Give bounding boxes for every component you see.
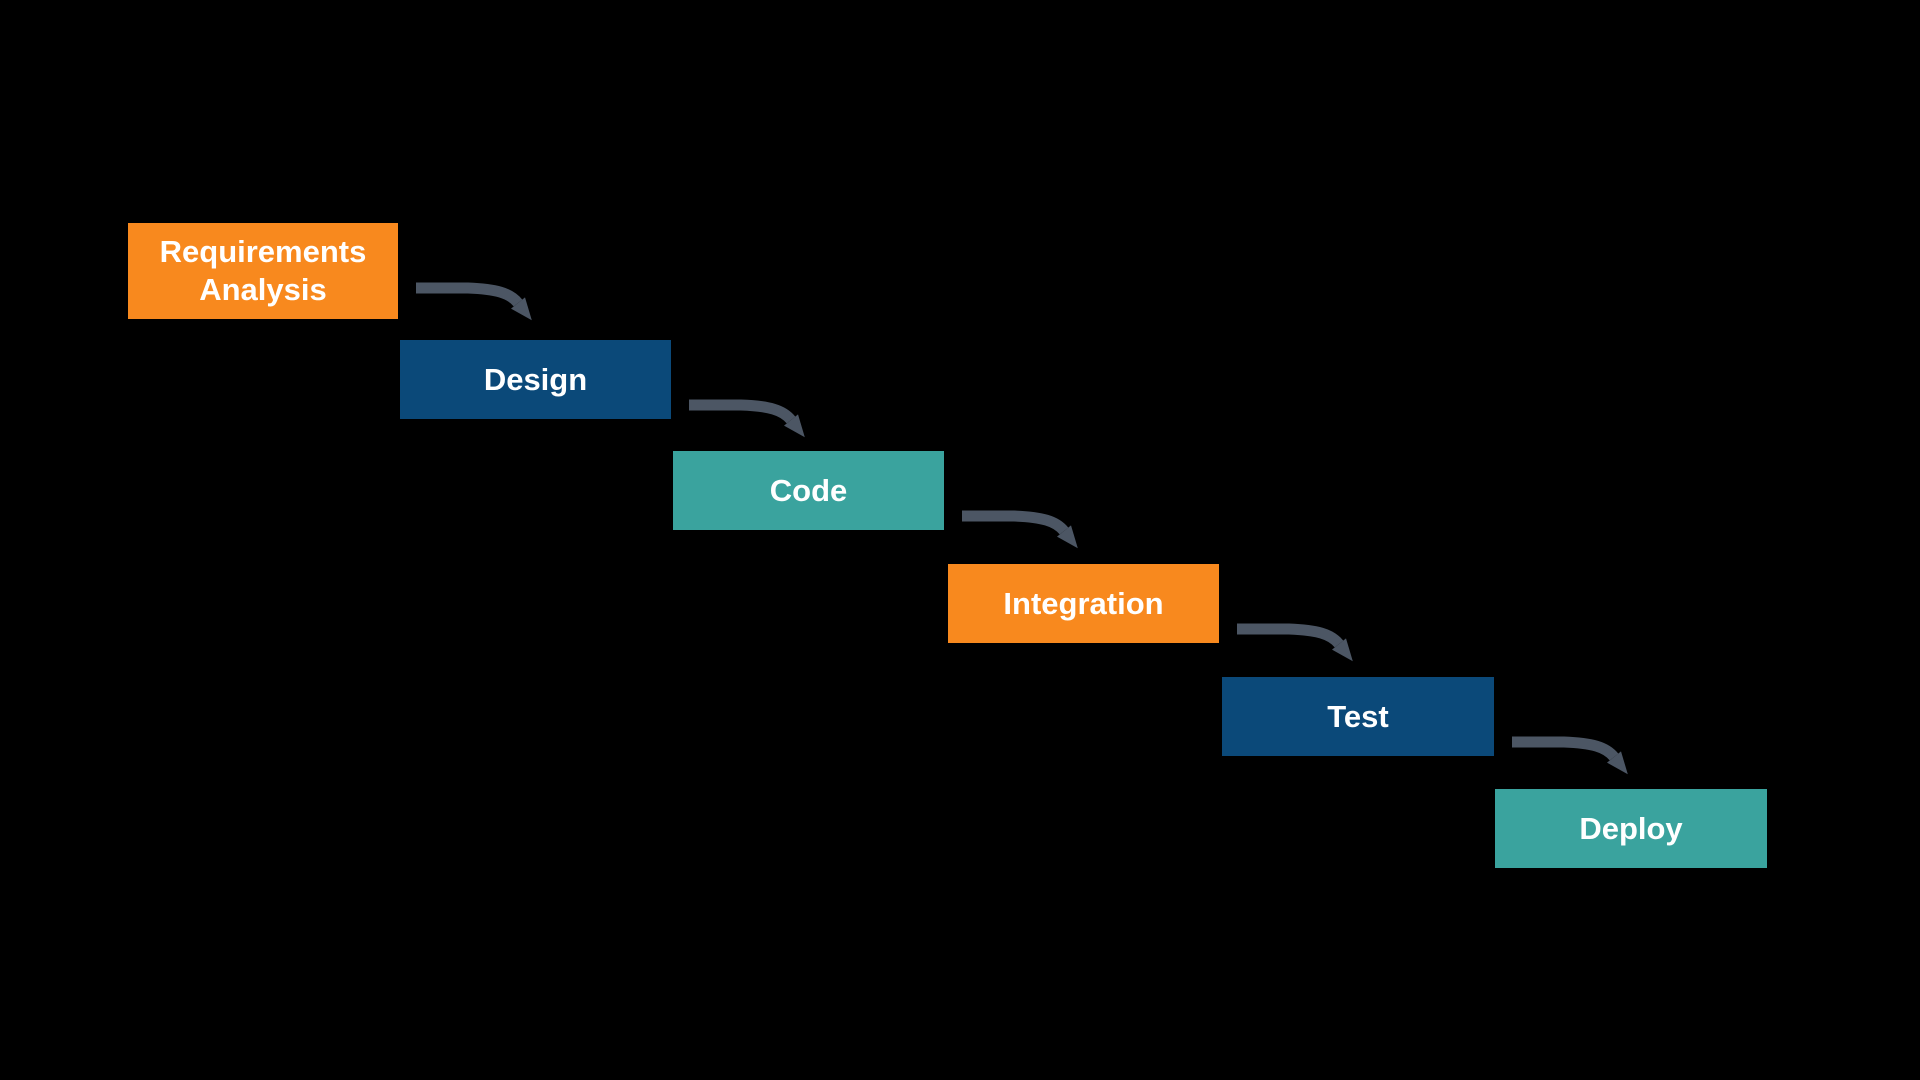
step-label: Integration [1003, 585, 1164, 621]
step-label: Requirements Analysis [159, 234, 367, 307]
step-label: Code [769, 472, 848, 508]
curved-arrow-icon-test-to-deploy [1512, 736, 1634, 780]
step-test: Test [1222, 677, 1494, 756]
curved-arrow-icon-integration-to-test [1237, 623, 1359, 667]
curved-arrow-icon-requirements-to-design [416, 282, 538, 326]
step-deploy: Deploy [1495, 789, 1767, 868]
step-integration: Integration [948, 564, 1219, 643]
step-label: Deploy [1579, 810, 1683, 846]
step-label: Design [483, 361, 588, 397]
step-label: Test [1327, 698, 1389, 734]
step-design: Design [400, 340, 671, 419]
curved-arrow-icon-design-to-code [689, 399, 811, 443]
step-requirements-analysis: Requirements Analysis [128, 223, 398, 319]
step-code: Code [673, 451, 944, 530]
curved-arrow-icon-code-to-integration [962, 510, 1084, 554]
